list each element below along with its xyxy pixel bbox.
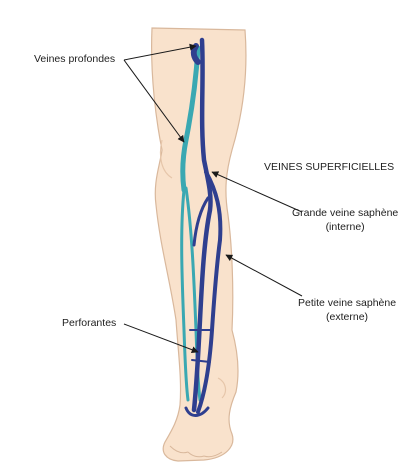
leader-perforators: [123, 323, 199, 354]
leader-small-saphenous: [225, 254, 303, 297]
label-great-saphenous: Grande veine saphène (interne): [292, 206, 398, 234]
label-great-saphenous-line2: (interne): [325, 221, 365, 233]
superficial-branch: [192, 196, 210, 247]
small-saphenous-vein: [196, 170, 223, 414]
deep-vein-branch-a: [180, 188, 190, 402]
label-perforators: Perforantes: [62, 317, 117, 329]
leader-great-saphenous: [211, 171, 303, 213]
label-small-saphenous-line1: Petite veine saphène: [298, 297, 397, 309]
ankle-bone: [217, 377, 227, 399]
label-deep-veins: Veines profondes: [34, 53, 116, 65]
great-saphenous-vein: [191, 37, 213, 413]
leg-silhouette: [151, 27, 247, 462]
perforator-vein-2: [191, 359, 211, 363]
label-great-saphenous-line1: Grande veine saphène: [292, 207, 399, 219]
leader-lines: [123, 43, 303, 354]
knee-shading: [159, 139, 173, 179]
deep-vein-trunk: [180, 45, 201, 193]
diagram-title: VEINES SUPERFICIELLES: [264, 161, 395, 173]
toes: [169, 445, 223, 458]
leader-deep-lower: [123, 59, 185, 143]
foot-arch-vein: [184, 406, 210, 417]
label-small-saphenous-line2: (externe): [326, 311, 369, 323]
label-small-saphenous: Petite veine saphène (externe): [298, 296, 396, 324]
leader-deep-upper: [123, 43, 197, 61]
